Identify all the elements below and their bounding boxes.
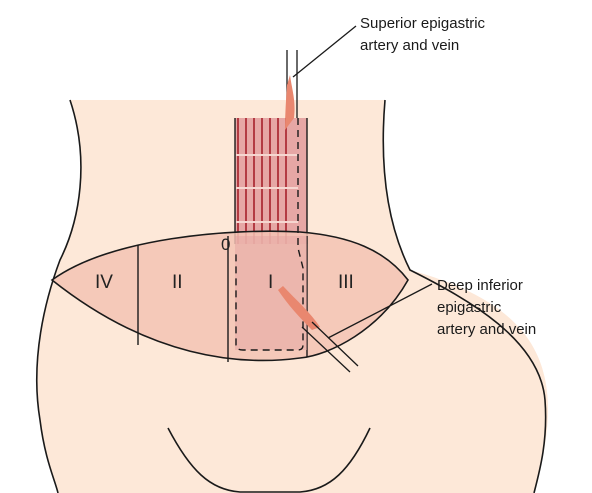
inferior-label-line3: artery and vein xyxy=(437,321,536,338)
superior-label-line1: Superior epigastric xyxy=(360,15,486,32)
rectus-within-flap xyxy=(235,236,307,350)
superior-label-line2: artery and vein xyxy=(360,37,459,54)
rectus-muscle-stripes xyxy=(238,118,286,244)
zone-iv-label: IV xyxy=(95,272,113,293)
inferior-label-line2: epigastric xyxy=(437,299,502,316)
superior-label-leader xyxy=(293,26,356,77)
zone-i-label: I xyxy=(268,272,273,293)
zone-iii-label: III xyxy=(338,272,354,293)
inferior-label-line1: Deep inferior xyxy=(437,277,523,294)
umbilicus-origin-label: 0 xyxy=(221,235,230,254)
zone-ii-label: II xyxy=(172,272,183,293)
